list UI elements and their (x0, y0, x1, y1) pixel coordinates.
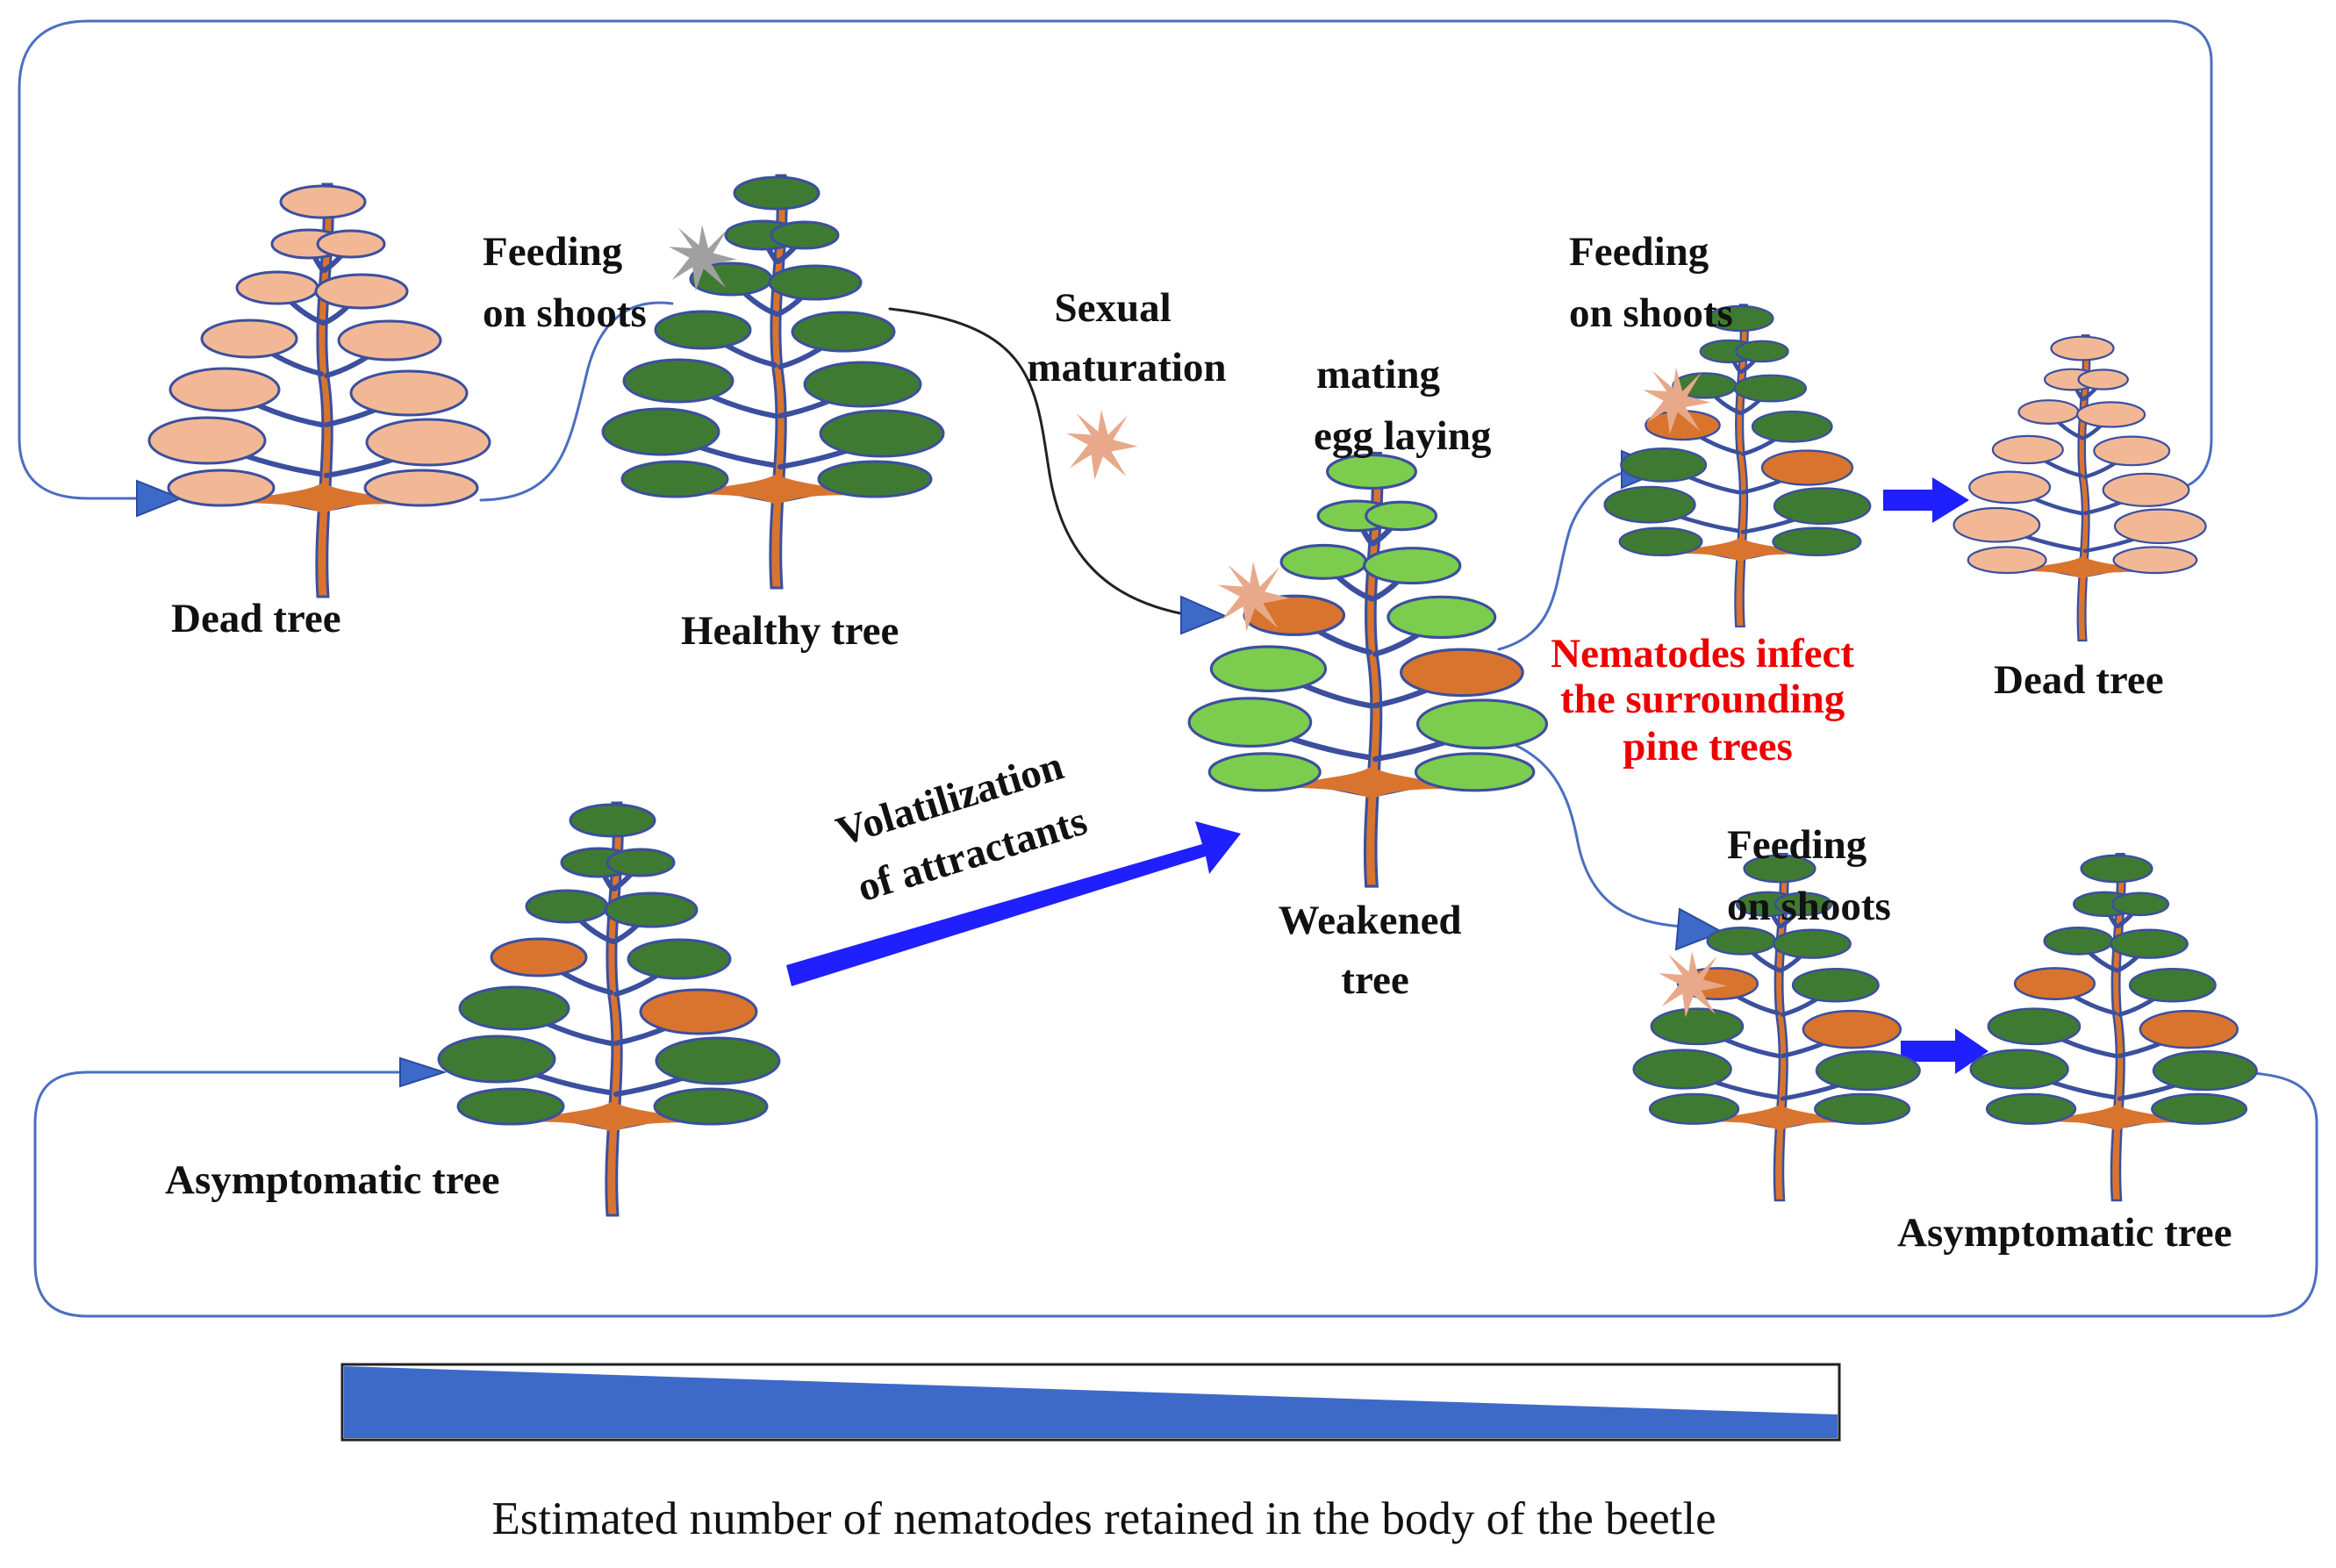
feeding-label-2: Feeding on shoots (1569, 229, 1733, 336)
legend-caption: Estimated number of nematodes retained i… (491, 1493, 1716, 1544)
feeding-label-3: Feeding on shoots (1727, 822, 1891, 929)
bottom-loop-line (33, 1070, 2318, 1318)
flow-weakened-to-lower (1471, 730, 1685, 928)
arrowhead-into-dead-tree (136, 479, 183, 518)
dead-tree-left-label: Dead tree (171, 596, 341, 641)
arrow-lower-to-asymptomatic (1901, 1028, 1988, 1074)
flow-dead-to-healthy (479, 301, 674, 502)
volatilization-arrow (786, 821, 1241, 986)
asymptomatic-tree-left-label: Asymptomatic tree (165, 1157, 500, 1203)
asymptomatic-tree-lower-2 (1969, 852, 2258, 1202)
beetle-icon-lower (1659, 951, 1727, 1018)
feeding-label-1: Feeding on shoots (483, 229, 647, 336)
asymptomatic-tree-right-label: Asymptomatic tree (1897, 1210, 2232, 1256)
weakened-tree (1187, 451, 1549, 888)
dead-tree-right-label: Dead tree (1994, 657, 2164, 703)
dead-tree-right (1953, 334, 2207, 642)
mating-label: mating egg laying (1314, 352, 1492, 459)
top-loop-line (18, 19, 2213, 500)
flow-healthy-to-weakened (888, 307, 1186, 616)
healthy-tree-label: Healthy tree (681, 608, 899, 654)
weakened-tree-label: Weakened tree (1279, 898, 1473, 1003)
asymptomatic-tree-lower-1 (1632, 852, 1921, 1202)
arrowhead-into-lower-tree (1674, 907, 1724, 951)
healthy-tree (601, 174, 945, 590)
flow-weakened-to-upper (1497, 468, 1639, 651)
arrowhead-into-weakened-tree (1180, 595, 1228, 635)
infected-tree-upper (1603, 304, 1872, 628)
dead-tree-left (147, 183, 491, 598)
arrow-upper-to-dead (1883, 477, 1969, 523)
nematode-count-legend: Estimated number of nematodes retained i… (340, 1363, 1841, 1544)
legend-bar-wedge (344, 1366, 1838, 1438)
beetle-icon-maturation (1066, 410, 1138, 480)
asymptomatic-tree-left (437, 801, 781, 1217)
sexual-maturation-label: Sexual maturation (1027, 285, 1226, 390)
arrowhead-into-asym-tree-left (399, 1056, 448, 1088)
volatilization-label: Volatilization of attractants (831, 740, 1096, 912)
nematodes-infect-label: Nematodes infect the surrounding pine tr… (1551, 631, 1865, 770)
